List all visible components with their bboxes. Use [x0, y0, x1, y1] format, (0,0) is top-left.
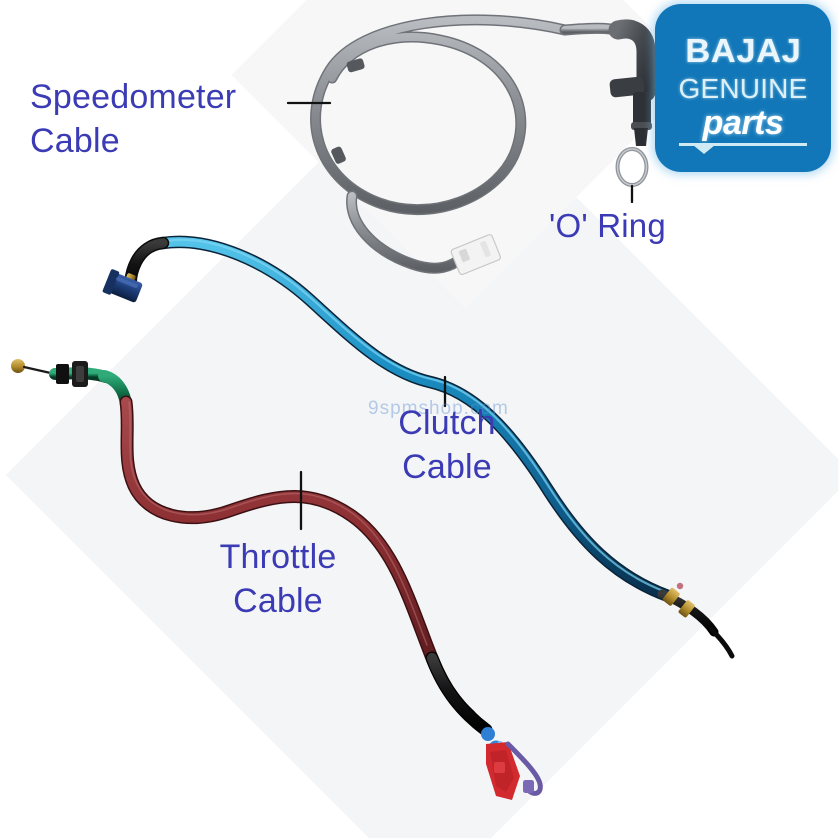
bajaj-genuine-parts-logo: BAJAJ GENUINE parts — [655, 4, 831, 172]
callout-label-speedometer-cable: Speedometer Cable — [30, 78, 237, 160]
callout-label-clutch-cable: Clutch Cable — [398, 404, 496, 486]
leader-lines — [286, 101, 634, 531]
logo-line-genuine: GENUINE — [678, 73, 808, 105]
callout-label-o-ring: 'O' Ring — [549, 207, 666, 244]
throttle-cable-art — [11, 359, 543, 800]
logo-underline — [679, 142, 807, 154]
speedometer-cable-art — [310, 14, 656, 276]
logo-line-bajaj: BAJAJ — [684, 32, 802, 70]
logo-line-parts: parts — [702, 103, 784, 142]
o-ring-art — [615, 147, 649, 187]
callout-label-throttle-cable: Throttle Cable — [219, 538, 337, 620]
clutch-cable-art — [102, 235, 735, 659]
